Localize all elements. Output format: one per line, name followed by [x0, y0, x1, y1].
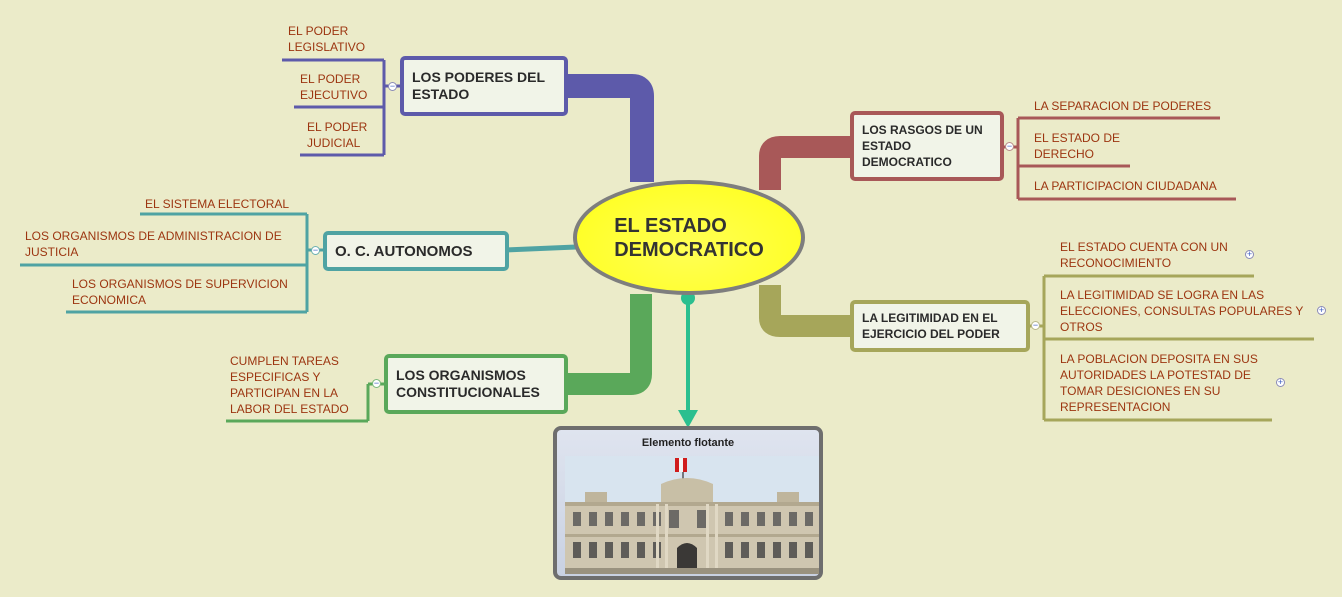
branch-constitucionales-connector — [566, 294, 652, 395]
expand-plus-icon[interactable]: + — [1245, 249, 1254, 259]
floating-topic[interactable]: Elemento flotante — [553, 426, 823, 580]
leaf-cumplen-tareas: CUMPLEN TAREAS ESPECIFICAS Y PARTICIPAN … — [230, 354, 349, 416]
leaf-administracion-justicia: LOS ORGANISMOS DE ADMINISTRACION DE JUST… — [25, 229, 282, 259]
central-topic-label: EL ESTADO DEMOCRATICO — [614, 214, 764, 261]
collapse-minus-icon[interactable]: − — [311, 245, 320, 255]
leaf-potestad: LA POBLACION DEPOSITA EN SUS AUTORIDADES… — [1060, 352, 1258, 414]
branch-autonomos-connector — [505, 244, 577, 253]
topic-poderes-label: LOS PODERES DEL ESTADO — [412, 69, 546, 102]
branch-poderes-connector — [566, 74, 654, 182]
rasgos-leaf-lines — [1000, 116, 1236, 201]
government-palace-image — [565, 456, 819, 574]
topic-rasgos-label: LOS RASGOS DE UN ESTADO DEMOCRATICO — [862, 123, 983, 169]
leaf-sistema-electoral: EL SISTEMA ELECTORAL — [145, 197, 290, 211]
branch-rasgos-connector — [759, 136, 852, 190]
floating-arrow — [678, 291, 698, 428]
topic-autonomos-label: O. C. AUTONOMOS — [335, 242, 473, 260]
topic-legitimidad-label: LA LEGITIMIDAD EN EL EJERCICIO DEL PODER — [862, 311, 1000, 341]
expand-plus-icon[interactable]: + — [1276, 377, 1285, 387]
collapse-minus-icon[interactable]: − — [1005, 141, 1014, 151]
leaf-elecciones: LA LEGITIMIDAD SE LOGRA EN LAS ELECCIONE… — [1060, 288, 1304, 334]
leaf-estado-derecho: EL ESTADO DE DERECHO — [1034, 131, 1121, 161]
leaf-poder-ejecutivo: EL PODER EJECUTIVO — [300, 72, 368, 102]
central-topic[interactable]: EL ESTADO DEMOCRATICO — [573, 180, 805, 295]
topic-rasgos[interactable]: LOS RASGOS DE UN ESTADO DEMOCRATICO — [850, 111, 1004, 181]
topic-constitucionales[interactable]: LOS ORGANISMOS CONSTITUCIONALES — [384, 354, 568, 414]
leaf-poder-legislativo: EL PODER LEGISLATIVO — [288, 24, 366, 54]
leaf-supervicion-economica: LOS ORGANISMOS DE SUPERVICION ECONOMICA — [72, 277, 288, 307]
poderes-leaf-lines — [282, 58, 402, 157]
topic-poderes[interactable]: LOS PODERES DEL ESTADO — [400, 56, 568, 116]
topic-constitucionales-label: LOS ORGANISMOS CONSTITUCIONALES — [396, 367, 540, 400]
expand-plus-icon[interactable]: + — [1317, 305, 1326, 315]
topic-autonomos[interactable]: O. C. AUTONOMOS — [323, 231, 509, 271]
topic-legitimidad[interactable]: LA LEGITIMIDAD EN EL EJERCICIO DEL PODER — [850, 300, 1030, 352]
leaf-reconocimiento: EL ESTADO CUENTA CON UN RECONOCIMIENTO — [1060, 240, 1228, 270]
floating-topic-title: Elemento flotante — [641, 437, 735, 449]
leaf-separacion-poderes: LA SEPARACION DE PODERES — [1034, 99, 1212, 113]
autonomos-leaf-lines — [20, 212, 326, 314]
leaf-participacion-ciudadana: LA PARTICIPACION CIUDADANA — [1034, 179, 1217, 193]
legitimidad-leaf-lines — [1028, 274, 1314, 422]
branch-legitimidad-connector — [759, 285, 852, 337]
leaf-poder-judicial: EL PODER JUDICIAL — [307, 120, 368, 150]
collapse-minus-icon[interactable]: − — [372, 378, 381, 388]
collapse-minus-icon[interactable]: − — [388, 81, 397, 91]
collapse-minus-icon[interactable]: − — [1031, 320, 1040, 330]
